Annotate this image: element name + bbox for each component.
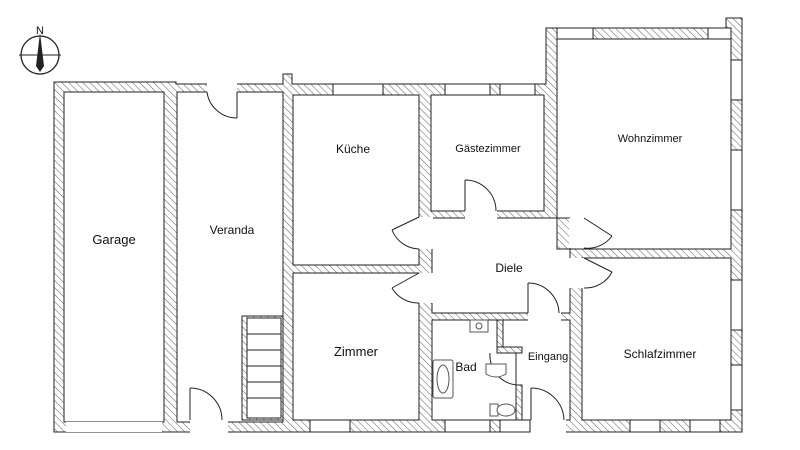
stairs xyxy=(241,315,284,421)
bathtub-icon xyxy=(432,359,454,399)
shower-icon xyxy=(469,319,489,333)
room-label-bad: Bad xyxy=(455,360,476,374)
diele-wohn-door-gap xyxy=(569,218,584,248)
north-arrow-icon xyxy=(36,33,44,72)
room-label-kueche: Küche xyxy=(336,142,370,156)
garage-bottom-gap xyxy=(66,422,162,432)
walls-hatched xyxy=(53,17,743,433)
entrance-door-gap xyxy=(530,419,566,433)
gaeste-diele-door-gap xyxy=(465,210,497,220)
kueche-diele-door-gap xyxy=(418,217,433,249)
zimmer-diele-door-gap xyxy=(418,273,433,303)
compass-north-label: N xyxy=(36,25,44,37)
room-label-zimmer: Zimmer xyxy=(334,344,379,359)
room-label-schlafzimmer: Schlafzimmer xyxy=(624,347,697,361)
openings xyxy=(66,83,584,433)
veranda-bottom-door-gap xyxy=(190,420,228,433)
room-label-garage: Garage xyxy=(92,232,135,247)
room-label-wohnzimmer: Wohnzimmer xyxy=(618,133,683,145)
windows xyxy=(309,27,743,433)
room-labels: Garage Veranda Küche Gästezimmer Wohnzim… xyxy=(92,133,696,374)
sink-icon xyxy=(485,363,507,378)
doors xyxy=(189,91,613,421)
room-label-diele: Diele xyxy=(495,261,523,275)
diele-schlaf-door-gap xyxy=(569,258,584,288)
diele-eingang-door-gap xyxy=(528,312,561,322)
room-label-veranda: Veranda xyxy=(210,223,255,237)
veranda-top-door-gap xyxy=(207,83,237,93)
bad-partition xyxy=(496,319,523,421)
room-label-eingang: Eingang xyxy=(528,351,568,363)
bath-fixtures xyxy=(432,319,516,417)
toilet-icon xyxy=(489,403,516,417)
room-label-gaestezimmer: Gästezimmer xyxy=(455,143,521,155)
compass: N xyxy=(19,25,61,75)
